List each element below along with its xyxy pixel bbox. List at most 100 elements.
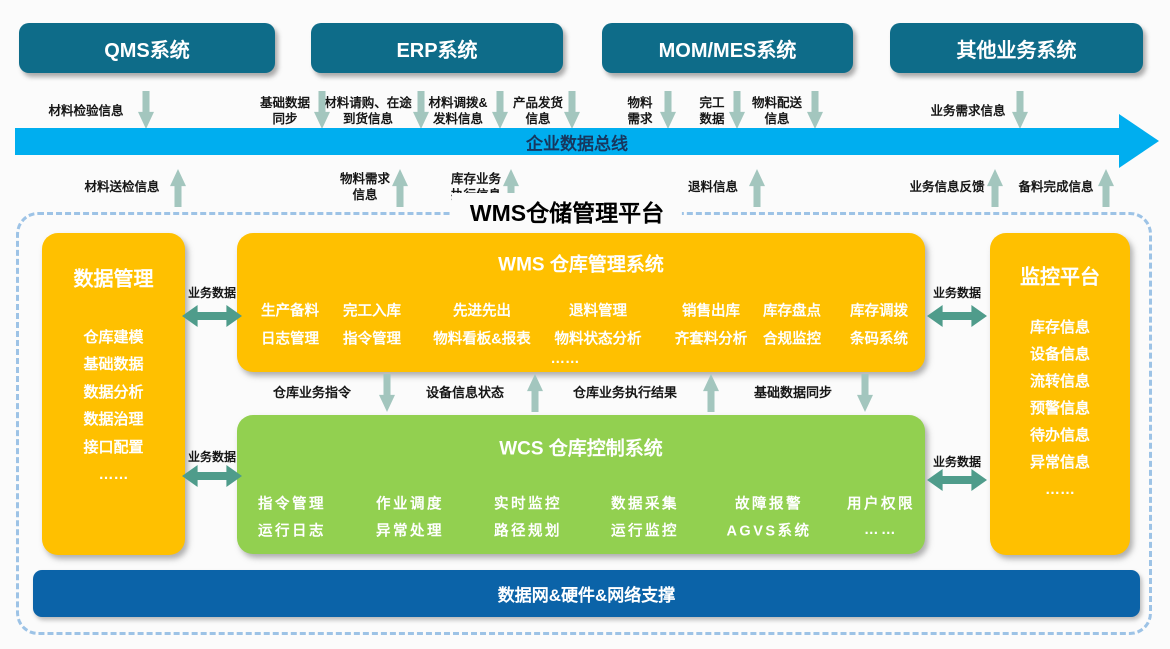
down-arrow-icon	[138, 91, 154, 129]
up-arrow-icon	[1098, 169, 1114, 207]
panel-item: 数据治理	[83, 411, 144, 429]
inbound-flow-label: 产品发货 信息	[512, 96, 564, 126]
wcs-function-ellipsis: ……	[864, 522, 898, 538]
outbound-flow-label: 备料完成信息	[1018, 180, 1094, 194]
wms-function: 指令管理	[343, 331, 401, 348]
wcs-function: 指令管理	[258, 496, 326, 513]
panel-item: 待办信息	[1029, 427, 1090, 444]
inbound-flow-label: 物料配送 信息	[751, 96, 803, 126]
system-box-other: 其他业务系统	[890, 23, 1143, 73]
panel-wms: WMS 仓库管理系统 生产备料 完工入库 先进先出 退料管理 销售出库 库存盘点…	[237, 233, 925, 372]
panel-item-ellipsis: ……	[1045, 481, 1075, 498]
panel-item: 预警信息	[1029, 400, 1090, 417]
inbound-flow-label: 材料调拨& 发料信息	[428, 96, 488, 126]
system-box-qms: QMS系统	[19, 23, 275, 73]
inbound-flow-label: 基础数据 同步	[259, 96, 311, 126]
panel-monitor: 监控平台 库存信息 设备信息 流转信息 预警信息 待办信息 异常信息 ……	[990, 233, 1130, 555]
panel-item: 库存信息	[1029, 319, 1090, 336]
down-arrow-icon	[1012, 91, 1028, 129]
wcs-function: 数据采集	[611, 496, 679, 513]
outbound-flow-label: 材料送检信息	[84, 180, 160, 194]
wcs-function: 故障报警	[735, 496, 803, 513]
enterprise-data-bus	[15, 128, 1119, 155]
wcs-function: 运行监控	[611, 523, 679, 540]
down-arrow-icon	[413, 91, 429, 129]
outbound-flow-label: 业务信息反馈	[909, 180, 985, 194]
double-arrow-icon	[182, 465, 242, 487]
panel-item: 仓库建模	[83, 329, 144, 346]
bus-label: 企业数据总线	[526, 134, 628, 154]
inbound-flow-label: 物料 需求	[627, 96, 653, 126]
wms-function: 齐套料分析	[674, 331, 748, 348]
panel-title: 监控平台	[1020, 266, 1100, 289]
bus-arrowhead-icon	[1119, 114, 1159, 168]
inbound-flow-label: 完工 数据	[699, 96, 725, 126]
system-box-label: QMS系统	[104, 39, 190, 62]
down-arrow-icon	[492, 91, 508, 129]
down-arrow-icon	[807, 91, 823, 129]
wms-function: 物料看板&报表	[433, 331, 531, 348]
platform-title: WMS仓储管理平台	[451, 193, 683, 229]
wcs-function: 作业调度	[376, 496, 444, 513]
wms-function: 先进先出	[453, 303, 511, 320]
wms-function: 物料状态分析	[554, 331, 642, 348]
down-arrow-icon	[660, 91, 676, 129]
panel-item-ellipsis: ……	[98, 466, 129, 484]
inbound-flow-label: 材料检验信息	[48, 104, 124, 118]
panel-title: WMS 仓库管理系统	[498, 254, 664, 276]
down-arrow-icon	[564, 91, 580, 129]
wms-function: 销售出库	[682, 303, 740, 320]
link-label: 业务数据	[932, 455, 982, 469]
up-arrow-icon	[170, 169, 186, 207]
support-bar: 数据网&硬件&网络支撑	[33, 570, 1140, 617]
panel-item: 基础数据	[83, 356, 144, 374]
panel-item-list: 仓库建模 基础数据 数据分析 数据治理 接口配置 ……	[42, 324, 185, 488]
mid-flow-label: 仓库业务指令	[272, 385, 352, 400]
panel-data-management: 数据管理 仓库建模 基础数据 数据分析 数据治理 接口配置 ……	[42, 233, 185, 555]
wms-function: 生产备料	[261, 303, 319, 320]
double-arrow-icon	[927, 469, 987, 491]
down-arrow-icon	[729, 91, 745, 129]
wms-function: 库存调拨	[850, 303, 908, 320]
panel-title: WCS 仓库控制系统	[499, 438, 663, 460]
up-arrow-icon	[749, 169, 765, 207]
mid-flow-label: 仓库业务执行结果	[572, 385, 678, 400]
wms-function: 库存盘点	[763, 303, 821, 320]
outbound-flow-label: 退料信息	[687, 180, 739, 194]
link-label: 业务数据	[187, 286, 237, 300]
panel-item: 设备信息	[1029, 346, 1090, 363]
mid-flow-label: 设备信息状态	[425, 385, 505, 400]
wcs-function: 运行日志	[258, 523, 326, 540]
wms-function: 合规监控	[763, 331, 821, 348]
system-box-mom-mes: MOM/MES系统	[602, 23, 853, 73]
panel-item: 异常信息	[1029, 454, 1090, 471]
wcs-function: 用户权限	[847, 496, 915, 513]
wcs-function: AGVS系统	[726, 523, 812, 540]
system-box-label: MOM/MES系统	[658, 39, 797, 62]
support-bar-label: 数据网&硬件&网络支撑	[497, 586, 676, 605]
inbound-flow-label: 材料请购、在途 到货信息	[324, 96, 412, 126]
system-box-label: 其他业务系统	[956, 39, 1077, 62]
wcs-function: 异常处理	[376, 523, 444, 540]
up-arrow-icon	[392, 169, 408, 207]
panel-wcs: WCS 仓库控制系统 指令管理 作业调度 实时监控 数据采集 故障报警 用户权限…	[237, 415, 925, 554]
wms-function-ellipsis: ……	[550, 351, 580, 367]
wcs-function: 路径规划	[494, 523, 562, 540]
up-arrow-icon	[987, 169, 1003, 207]
system-box-label: ERP系统	[396, 39, 478, 62]
panel-item: 接口配置	[83, 438, 144, 456]
wms-function: 日志管理	[261, 331, 319, 348]
wms-function: 完工入库	[343, 303, 401, 320]
inbound-flow-label: 业务需求信息	[930, 104, 1006, 118]
outbound-flow-label: 物料需求 信息	[339, 172, 391, 202]
link-label: 业务数据	[932, 286, 982, 300]
panel-item-list: 库存信息 设备信息 流转信息 预警信息 待办信息 异常信息 ……	[990, 314, 1130, 503]
panel-item: 流转信息	[1029, 373, 1090, 390]
system-box-erp: ERP系统	[311, 23, 563, 73]
mid-flow-label: 基础数据同步	[753, 385, 833, 400]
wms-function: 退料管理	[569, 303, 627, 320]
wcs-function: 实时监控	[494, 496, 562, 513]
double-arrow-icon	[927, 305, 987, 327]
panel-item: 数据分析	[83, 383, 144, 401]
